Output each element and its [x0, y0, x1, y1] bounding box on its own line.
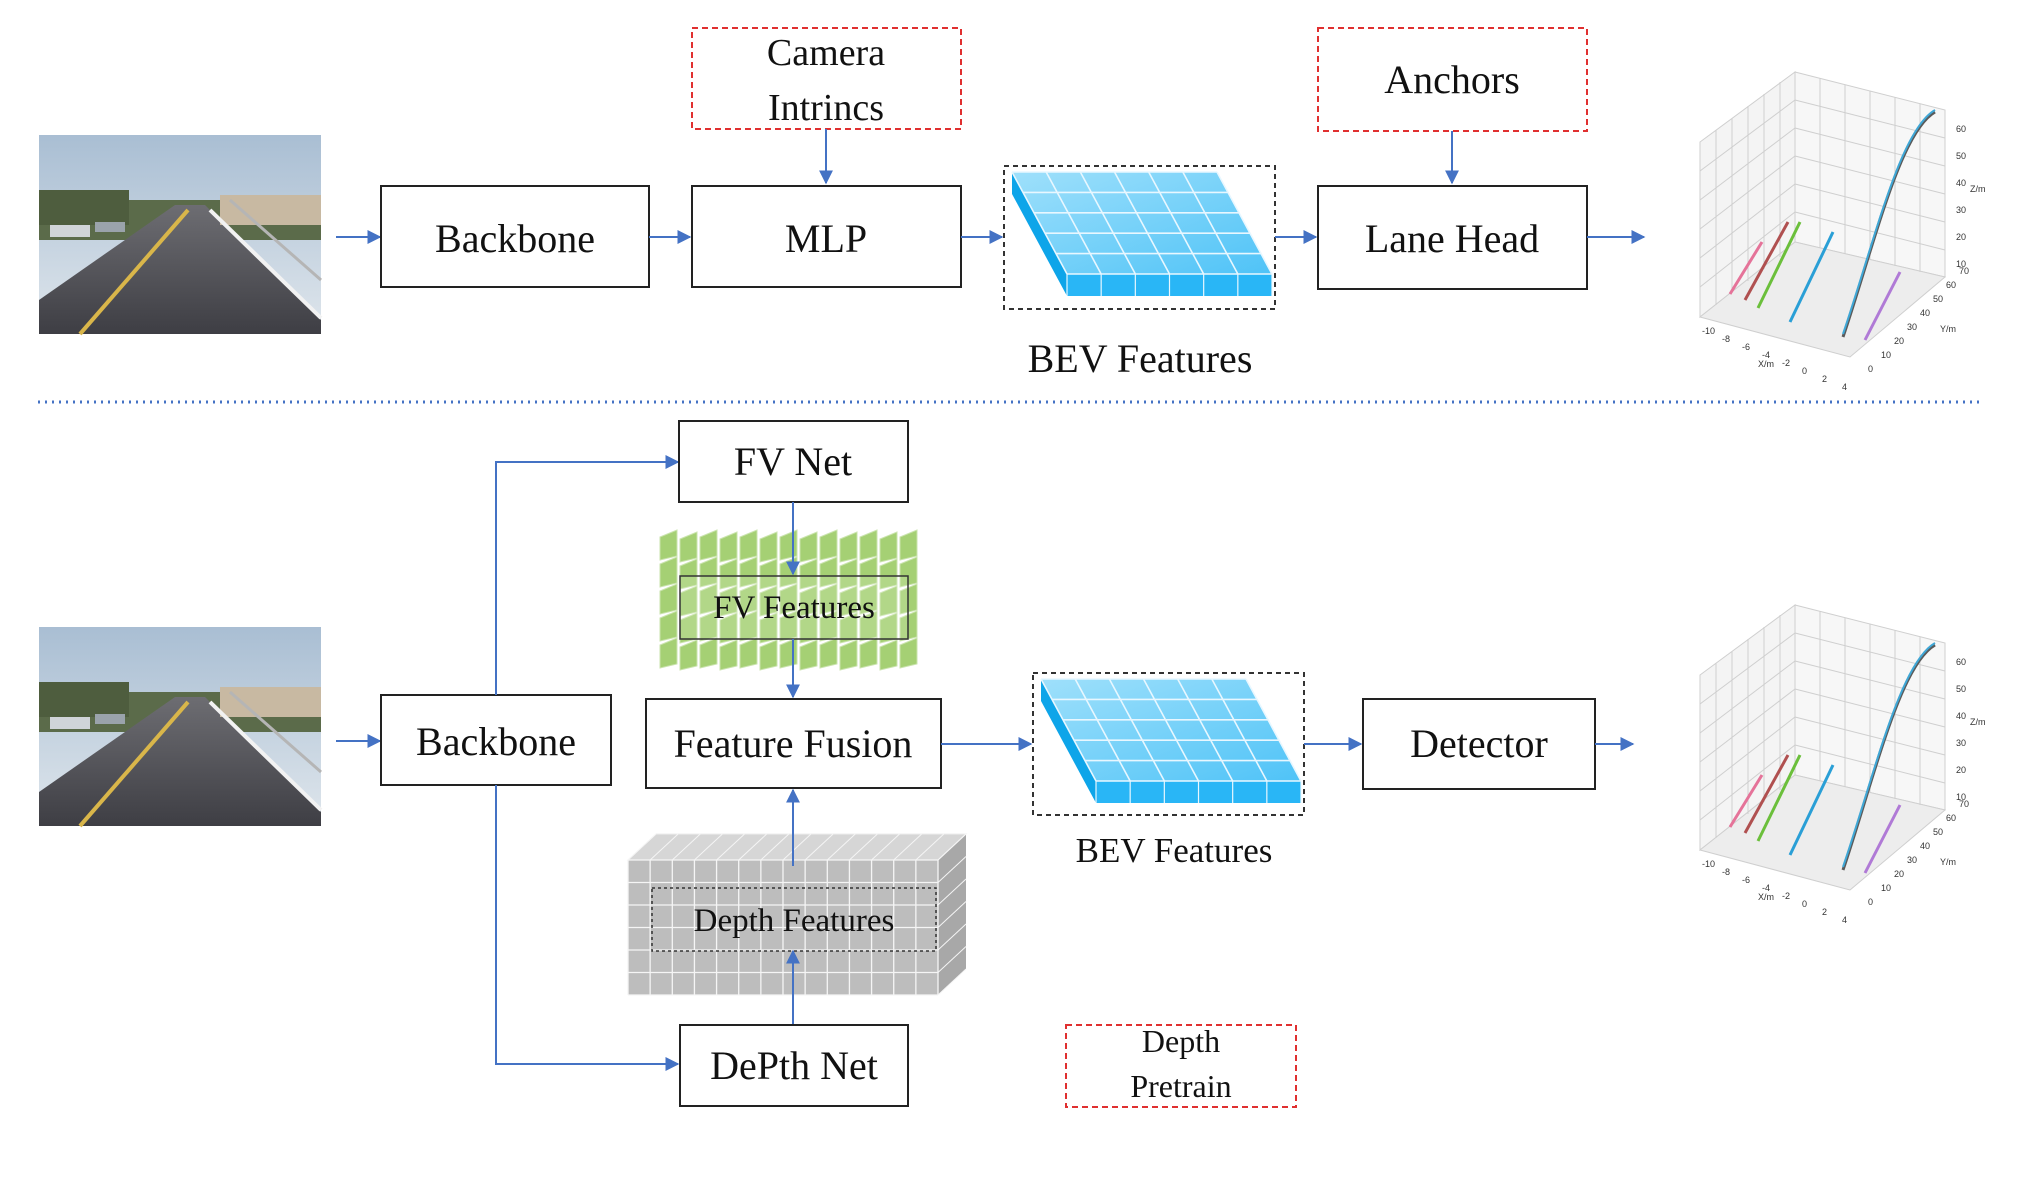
svg-text:Y/m: Y/m [1940, 857, 1956, 867]
svg-text:40: 40 [1920, 841, 1930, 851]
svg-text:0: 0 [1802, 366, 1807, 376]
depth-pretrain-box [1065, 1024, 1297, 1108]
svg-text:20: 20 [1956, 765, 1966, 775]
svg-text:-8: -8 [1722, 334, 1730, 344]
camera-intrinsics-box [691, 27, 962, 130]
feature-fusion-label: Feature Fusion [674, 721, 913, 766]
bev-features-volume-bottom [1032, 672, 1305, 816]
svg-text:-8: -8 [1722, 867, 1730, 877]
svg-text:10: 10 [1881, 350, 1891, 360]
svg-text:30: 30 [1907, 322, 1917, 332]
fv-net-box [678, 420, 909, 503]
svg-text:20: 20 [1894, 869, 1904, 879]
svg-text:-10: -10 [1702, 859, 1715, 869]
depth-features-volume [626, 833, 968, 996]
backbone-label-bottom: Backbone [416, 719, 576, 764]
svg-text:2: 2 [1822, 374, 1827, 384]
backbone-label-top: Backbone [435, 216, 595, 261]
svg-text:70: 70 [1959, 266, 1969, 276]
svg-text:20: 20 [1894, 336, 1904, 346]
depth-features-label: Depth Features [694, 903, 895, 939]
svg-text:-2: -2 [1782, 358, 1790, 368]
svg-text:0: 0 [1802, 899, 1807, 909]
svg-text:60: 60 [1956, 124, 1966, 134]
backbone-box-top [380, 185, 650, 288]
lane-head-label: Lane Head [1365, 216, 1539, 261]
svg-text:30: 30 [1956, 738, 1966, 748]
depth-net-label: DePth Net [710, 1043, 878, 1088]
bev-features-volume-top [1003, 165, 1276, 310]
mlp-label: MLP [785, 216, 867, 261]
svg-text:-2: -2 [1782, 891, 1790, 901]
svg-text:Z/m: Z/m [1970, 717, 1986, 727]
camera-intrinsics-label-1: Camera [767, 32, 885, 74]
svg-text:X/m: X/m [1758, 359, 1774, 369]
road-camera-image-bottom [39, 627, 323, 828]
bev-features-label-top: BEV Features [1028, 336, 1253, 381]
feature-fusion-box [645, 698, 942, 789]
svg-text:50: 50 [1933, 294, 1943, 304]
svg-text:0: 0 [1868, 364, 1873, 374]
svg-text:50: 50 [1933, 827, 1943, 837]
road-camera-image-top [39, 135, 323, 336]
svg-text:0: 0 [1868, 897, 1873, 907]
detector-box [1362, 698, 1596, 790]
svg-text:-6: -6 [1742, 342, 1750, 352]
anchors-box [1317, 27, 1588, 132]
depth-pretrain-label-2: Pretrain [1130, 1068, 1231, 1104]
detector-label: Detector [1410, 721, 1548, 766]
fv-features-box [679, 575, 909, 640]
svg-text:4: 4 [1842, 915, 1847, 925]
svg-text:40: 40 [1956, 178, 1966, 188]
svg-text:Y/m: Y/m [1940, 324, 1956, 334]
fv-features-label: FV Features [713, 590, 875, 626]
svg-text:60: 60 [1946, 280, 1956, 290]
svg-text:4: 4 [1842, 382, 1847, 392]
svg-text:10: 10 [1956, 259, 1966, 269]
svg-text:X/m: X/m [1758, 892, 1774, 902]
lane-head-box [1317, 185, 1588, 290]
svg-text:10: 10 [1881, 883, 1891, 893]
svg-text:-4: -4 [1762, 350, 1770, 360]
depth-net-box [679, 1024, 909, 1107]
svg-text:50: 50 [1956, 151, 1966, 161]
svg-text:-6: -6 [1742, 875, 1750, 885]
svg-text:40: 40 [1920, 308, 1930, 318]
camera-intrinsics-label-2: Intrincs [768, 87, 884, 129]
anchors-label: Anchors [1384, 57, 1520, 102]
bev-features-label-bottom: BEV Features [1076, 831, 1273, 870]
fv-net-label: FV Net [734, 439, 852, 484]
svg-text:40: 40 [1956, 711, 1966, 721]
svg-text:70: 70 [1959, 799, 1969, 809]
svg-text:2: 2 [1822, 907, 1827, 917]
depth-pretrain-label-1: Depth [1142, 1023, 1220, 1059]
svg-text:10: 10 [1956, 792, 1966, 802]
fv-features-grid [659, 529, 918, 671]
svg-text:60: 60 [1946, 813, 1956, 823]
svg-text:20: 20 [1956, 232, 1966, 242]
svg-text:50: 50 [1956, 684, 1966, 694]
backbone-box-bottom [380, 694, 612, 786]
svg-text:60: 60 [1956, 657, 1966, 667]
svg-text:Z/m: Z/m [1970, 184, 1986, 194]
svg-text:-10: -10 [1702, 326, 1715, 336]
svg-text:30: 30 [1907, 855, 1917, 865]
svg-text:-4: -4 [1762, 883, 1770, 893]
svg-text:30: 30 [1956, 205, 1966, 215]
